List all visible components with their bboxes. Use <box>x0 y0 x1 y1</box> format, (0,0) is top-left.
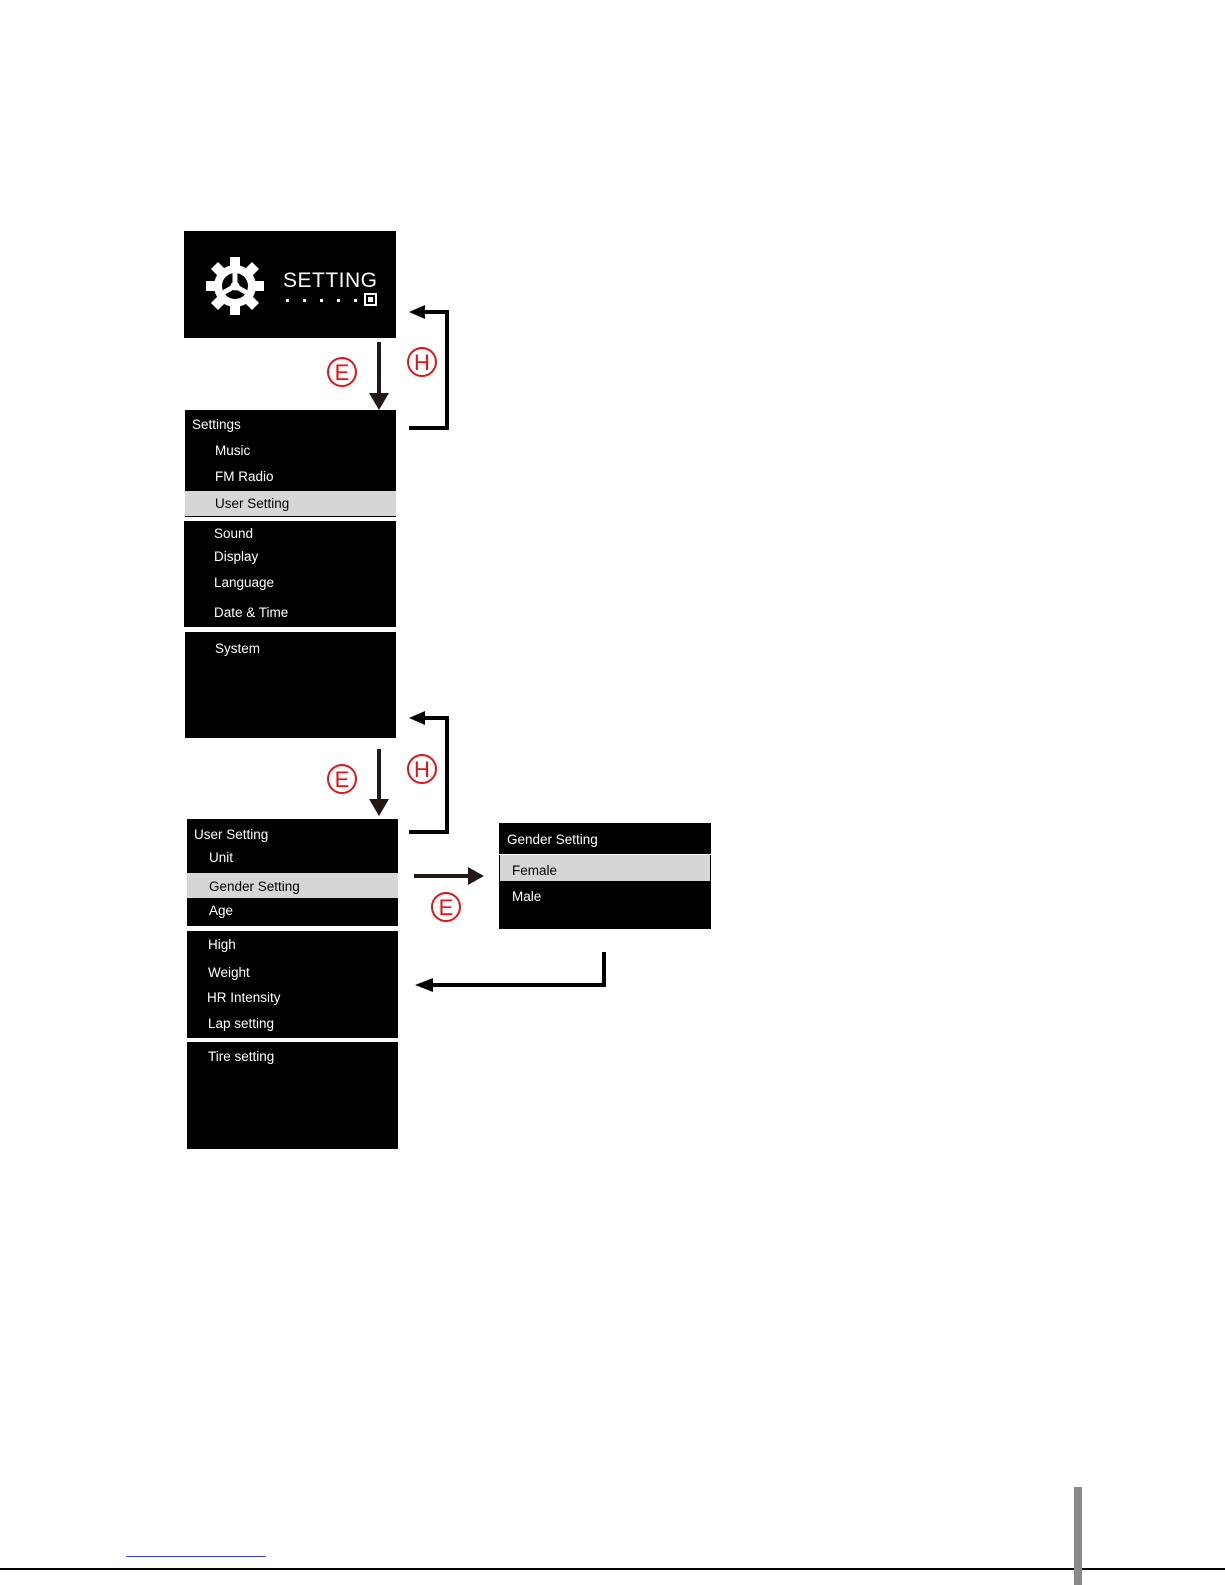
svg-text:E: E <box>335 767 350 792</box>
enter-arrow-down <box>369 342 389 410</box>
enter-arrow-right <box>414 867 484 885</box>
home-button-marker: H <box>408 348 436 376</box>
enter-arrow-down <box>369 749 389 816</box>
home-button-marker: H <box>408 755 436 783</box>
svg-text:E: E <box>335 360 350 385</box>
enter-button-marker: E <box>328 765 356 793</box>
enter-button-marker: E <box>328 358 356 386</box>
svg-text:H: H <box>414 757 430 782</box>
footer-link-underline <box>126 1556 266 1557</box>
svg-text:E: E <box>439 895 454 920</box>
page-edge-bar <box>1074 1487 1082 1585</box>
return-arrow <box>415 952 604 992</box>
footer-rule <box>0 1568 1225 1570</box>
svg-text:H: H <box>414 350 430 375</box>
enter-button-marker: E <box>432 893 460 921</box>
